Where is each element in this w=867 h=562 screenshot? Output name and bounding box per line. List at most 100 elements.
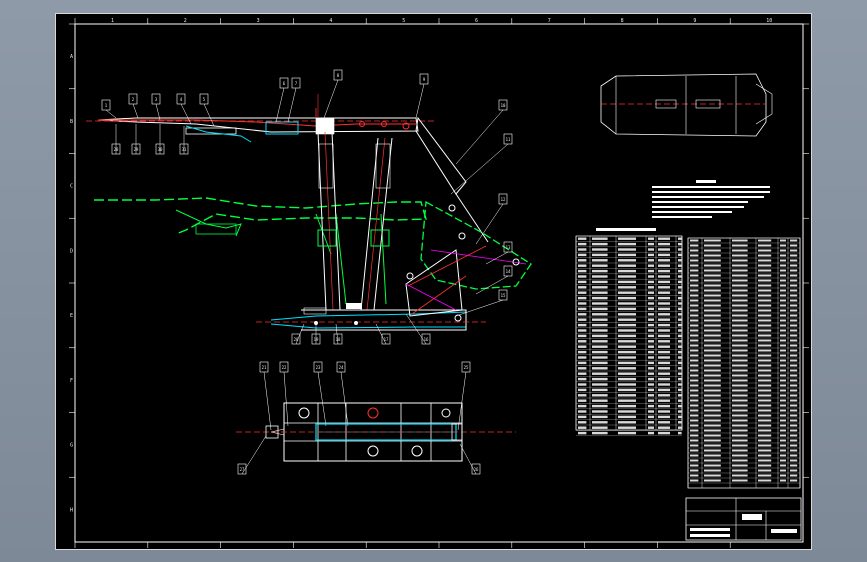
table-cell-glyph bbox=[732, 474, 748, 477]
table-cell-glyph bbox=[758, 429, 772, 432]
table-cell-glyph bbox=[732, 304, 748, 307]
table-cell-glyph bbox=[790, 259, 798, 262]
table-cell-glyph bbox=[780, 394, 786, 397]
table-cell-glyph bbox=[704, 239, 721, 242]
table-cell-glyph bbox=[618, 296, 636, 300]
table-cell-glyph bbox=[618, 377, 636, 381]
table-cell-glyph bbox=[618, 253, 636, 257]
table-cell-glyph bbox=[704, 464, 721, 467]
table-cell-glyph bbox=[618, 404, 636, 408]
table-cell-glyph bbox=[592, 334, 608, 338]
balloon-number: 22 bbox=[282, 365, 287, 370]
table-cell-glyph bbox=[790, 294, 798, 297]
table-cell-glyph bbox=[790, 299, 798, 302]
zone-number-top: 8 bbox=[621, 18, 624, 24]
table-cell-glyph bbox=[790, 244, 798, 247]
table-cell-glyph bbox=[780, 319, 786, 322]
table-cell-glyph bbox=[780, 434, 786, 437]
table-cell-glyph bbox=[618, 426, 636, 429]
table-cell-glyph bbox=[678, 340, 682, 343]
table-cell-glyph bbox=[780, 454, 786, 457]
balloon-number: 4 bbox=[180, 97, 183, 102]
table-cell-glyph bbox=[648, 242, 654, 246]
elevation-view bbox=[86, 94, 532, 331]
part-balloon: 25 bbox=[457, 361, 471, 431]
table-cell-glyph bbox=[578, 388, 587, 392]
table-cell-glyph bbox=[732, 379, 748, 382]
table-cell-glyph bbox=[704, 319, 721, 322]
table-cell-glyph bbox=[732, 349, 748, 352]
table-cell-glyph bbox=[578, 302, 587, 305]
table-cell-glyph bbox=[678, 415, 682, 419]
table-cell-glyph bbox=[790, 379, 798, 382]
table-cell-glyph bbox=[658, 410, 670, 413]
table-cell-glyph bbox=[618, 323, 636, 327]
table-cell-glyph bbox=[618, 350, 636, 354]
table-cell-glyph bbox=[790, 324, 798, 327]
table-cell-glyph bbox=[618, 356, 636, 359]
zone-number-top: 6 bbox=[475, 18, 478, 24]
table-cell-glyph bbox=[780, 249, 786, 252]
table-cell-glyph bbox=[690, 349, 699, 352]
table-cell-glyph bbox=[690, 274, 699, 277]
table-cell-glyph bbox=[732, 364, 748, 367]
part-balloon: 28 bbox=[111, 124, 121, 155]
table-cell-glyph bbox=[690, 384, 699, 387]
table-cell-glyph bbox=[578, 399, 587, 402]
table-cell-glyph bbox=[758, 269, 772, 272]
part-balloon: 24 bbox=[336, 361, 349, 427]
table-cell-glyph bbox=[790, 369, 798, 372]
zone-number-top: 7 bbox=[548, 18, 551, 24]
table-cell-glyph bbox=[780, 464, 786, 467]
table-cell-glyph bbox=[780, 389, 786, 392]
table-cell-glyph bbox=[678, 431, 682, 435]
table-cell-glyph bbox=[780, 284, 786, 287]
table-cell-glyph bbox=[780, 349, 786, 352]
table-cell-glyph bbox=[648, 404, 654, 408]
table-cell-glyph bbox=[790, 474, 798, 477]
table-cell-glyph bbox=[758, 264, 772, 267]
table-cell-glyph bbox=[578, 404, 587, 408]
table-cell-glyph bbox=[704, 439, 721, 442]
table-cell-glyph bbox=[732, 344, 748, 347]
table-cell-glyph bbox=[758, 339, 772, 342]
zone-letter-left: H bbox=[70, 507, 73, 513]
technical-notes-block bbox=[652, 180, 770, 218]
table-cell-glyph bbox=[704, 244, 721, 247]
table-cell-glyph bbox=[704, 389, 721, 392]
table-cell-glyph bbox=[790, 444, 798, 447]
table-cell-glyph bbox=[704, 479, 721, 482]
table-cell-glyph bbox=[618, 410, 636, 413]
table-cell-glyph bbox=[592, 340, 608, 343]
table-cell-glyph bbox=[592, 248, 608, 251]
zone-letter-left: F bbox=[70, 378, 73, 384]
zone-number-top: 4 bbox=[329, 18, 332, 24]
balloon-number: 9 bbox=[423, 77, 426, 82]
table-cell-glyph bbox=[704, 369, 721, 372]
table-cell-glyph bbox=[618, 302, 636, 305]
table-cell-glyph bbox=[648, 318, 654, 321]
balloon-number: 8 bbox=[337, 73, 340, 78]
table-cell-glyph bbox=[618, 388, 636, 392]
zone-number-top: 3 bbox=[257, 18, 260, 24]
table-cell-glyph bbox=[690, 424, 699, 427]
table-cell-glyph bbox=[690, 454, 699, 457]
table-cell-glyph bbox=[732, 404, 748, 407]
table-cell-glyph bbox=[790, 289, 798, 292]
table-cell-glyph bbox=[732, 329, 748, 332]
table-cell-glyph bbox=[790, 434, 798, 437]
table-cell-glyph bbox=[690, 319, 699, 322]
table-cell-glyph bbox=[704, 269, 721, 272]
table-cell-glyph bbox=[758, 249, 772, 252]
table-cell-glyph bbox=[618, 280, 636, 284]
table-cell-glyph bbox=[678, 248, 682, 251]
table-cell-glyph bbox=[658, 248, 670, 251]
table-cell-glyph bbox=[780, 354, 786, 357]
balloon-number: 29 bbox=[134, 147, 139, 152]
table-cell-glyph bbox=[658, 280, 670, 284]
table-cell-glyph bbox=[732, 264, 748, 267]
table-cell-glyph bbox=[678, 302, 682, 305]
table-cell-glyph bbox=[780, 289, 786, 292]
table-cell-glyph bbox=[704, 429, 721, 432]
